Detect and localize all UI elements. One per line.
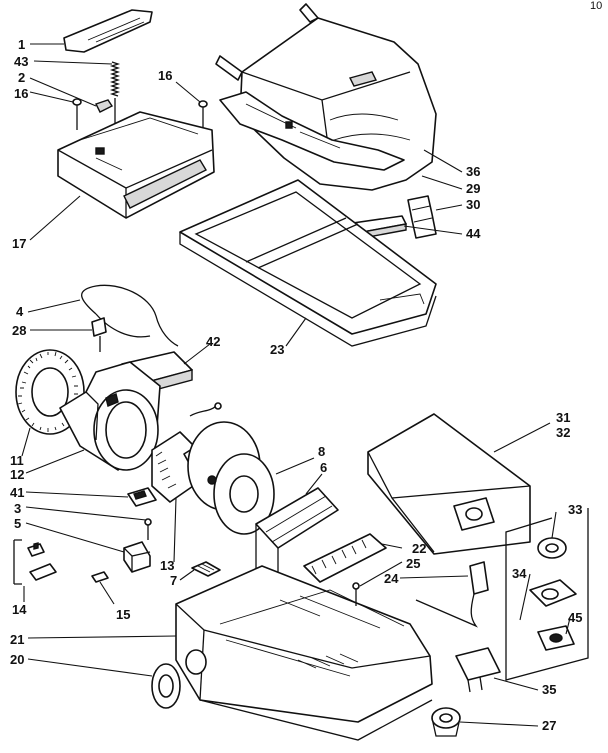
callout-41: 41 (10, 485, 24, 500)
callout-20: 20 (10, 652, 24, 667)
part-41-switch (127, 487, 157, 507)
callout-4: 4 (16, 304, 24, 319)
callout-42: 42 (206, 334, 220, 349)
part-23-filter-frame (179, 179, 437, 347)
part-5-fuse-holder (123, 541, 151, 573)
part-30-latch (407, 195, 437, 239)
callout-5: 5 (14, 516, 21, 531)
part-12-motor-housing (59, 361, 161, 471)
callout-21: 21 (10, 632, 24, 647)
callout-6: 6 (320, 460, 327, 475)
part-36-hood (215, 3, 437, 191)
part-1-handle-grip (63, 9, 153, 53)
callout-36: 36 (466, 164, 480, 179)
part-28-terminal (91, 317, 107, 352)
callout-8: 8 (318, 444, 325, 459)
part-2-button (95, 99, 114, 113)
part-4-cord (81, 284, 179, 347)
part-3-screw (144, 518, 152, 540)
part-17-top-cover (57, 111, 215, 219)
callout-27: 27 (542, 718, 556, 733)
part-16-screw-left (72, 98, 82, 130)
callout-labels: 1 43 2 16 16 17 36 29 30 44 23 4 28 42 1… (10, 37, 582, 733)
callout-32: 32 (556, 425, 570, 440)
corner-mark: 10 (590, 0, 602, 12)
callout-12: 12 (10, 467, 24, 482)
part-33-34-45-bag-collar-kit (505, 508, 589, 681)
callout-22: 22 (412, 541, 426, 556)
part-24-switch-cord (415, 561, 489, 628)
part-8-fan (183, 421, 275, 535)
callout-3: 3 (14, 501, 21, 516)
part-27-nozzle (431, 707, 461, 737)
callout-11: 11 (10, 453, 24, 468)
part-14-small-parts (13, 539, 57, 585)
callout-30: 30 (466, 197, 480, 212)
callout-44: 44 (466, 226, 481, 241)
part-11-foam-filter (15, 349, 85, 435)
part-31-dust-bag (367, 413, 531, 555)
callout-13: 13 (160, 558, 174, 573)
callout-34: 34 (512, 566, 527, 581)
callout-7: 7 (170, 573, 177, 588)
callout-23: 23 (270, 342, 284, 357)
callout-14: 14 (12, 602, 27, 617)
callout-35: 35 (542, 682, 556, 697)
callout-16-right: 16 (158, 68, 172, 83)
callout-16-left: 16 (14, 86, 28, 101)
callout-45: 45 (568, 610, 582, 625)
callout-31: 31 (556, 410, 570, 425)
leader-lines (21, 43, 571, 727)
callout-2: 2 (18, 70, 25, 85)
callout-1: 1 (18, 37, 25, 52)
callout-43: 43 (14, 54, 28, 69)
callout-24: 24 (384, 571, 399, 586)
part-35-bracket (455, 647, 501, 693)
callout-17: 17 (12, 236, 26, 251)
part-21-canister-body (175, 565, 433, 741)
callout-15: 15 (116, 607, 130, 622)
part-29-hood-frame (219, 91, 405, 171)
callout-28: 28 (12, 323, 26, 338)
part-22-baffle (303, 533, 387, 583)
callout-29: 29 (466, 181, 480, 196)
callout-25: 25 (406, 556, 420, 571)
part-43-spring (109, 61, 121, 132)
callout-33: 33 (568, 502, 582, 517)
part-20-wheel (151, 649, 207, 709)
part-25-screw (352, 582, 360, 606)
part-15-screw (91, 571, 109, 583)
part-7-clip (191, 561, 221, 577)
